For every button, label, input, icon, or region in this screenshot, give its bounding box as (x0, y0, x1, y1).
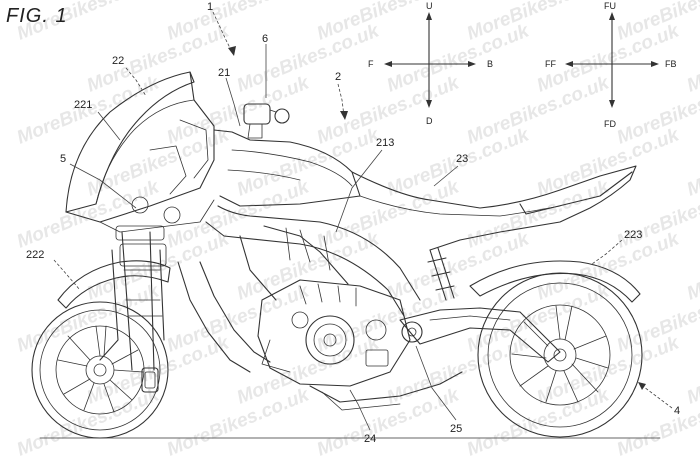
ref-221: 221 (74, 99, 92, 111)
direction-frame-back-label: FB (665, 59, 677, 69)
front-fork (99, 196, 181, 371)
watermark-text: MoreBikes.co.uk (684, 332, 700, 409)
body-frame (177, 205, 421, 373)
figure-title: FIG. 1 (6, 5, 68, 27)
rear-fender (469, 260, 641, 303)
rear-wheel (477, 272, 643, 438)
watermark-text: MoreBikes.co.uk (684, 124, 700, 201)
ref-21: 21 (218, 67, 230, 79)
ref-24: 24 (364, 433, 376, 445)
direction-front-label: F (368, 59, 374, 69)
rear-body (351, 165, 637, 251)
direction-cross-frame: FU FD FF FB (545, 1, 677, 129)
direction-frame-front-label: FF (545, 59, 556, 69)
direction-frame-up-label: FU (604, 1, 616, 11)
ref-23: 23 (456, 153, 468, 165)
front-fender (57, 260, 171, 309)
ref-222: 222 (26, 249, 44, 261)
reference-labels: 1 2 6 21 22 221 5 222 213 23 223 (26, 1, 680, 445)
ref-1: 1 (207, 1, 213, 13)
ref-223: 223 (624, 229, 642, 241)
motorcycle-drawing (31, 71, 661, 439)
ref-4: 4 (674, 405, 680, 417)
watermark-text: MoreBikes.co.uk (684, 228, 700, 305)
ref-5: 5 (60, 153, 66, 165)
ref-22: 22 (112, 55, 124, 67)
ref-213: 213 (376, 137, 394, 149)
direction-down-label: D (426, 116, 433, 126)
direction-up-label: U (426, 1, 433, 11)
watermark-text: MoreBikes.co.uk (684, 20, 700, 97)
direction-frame-down-label: FD (604, 119, 616, 129)
front-cowl (65, 71, 215, 233)
front-wheel (31, 301, 169, 439)
direction-back-label: B (487, 59, 493, 69)
ref-2: 2 (335, 71, 341, 83)
ref-25: 25 (450, 423, 462, 435)
direction-cross-vehicle: U D F B (368, 1, 493, 126)
ref-6: 6 (262, 33, 268, 45)
rear-shock (427, 247, 455, 301)
sensor-unit (243, 103, 290, 139)
engine (257, 279, 463, 411)
